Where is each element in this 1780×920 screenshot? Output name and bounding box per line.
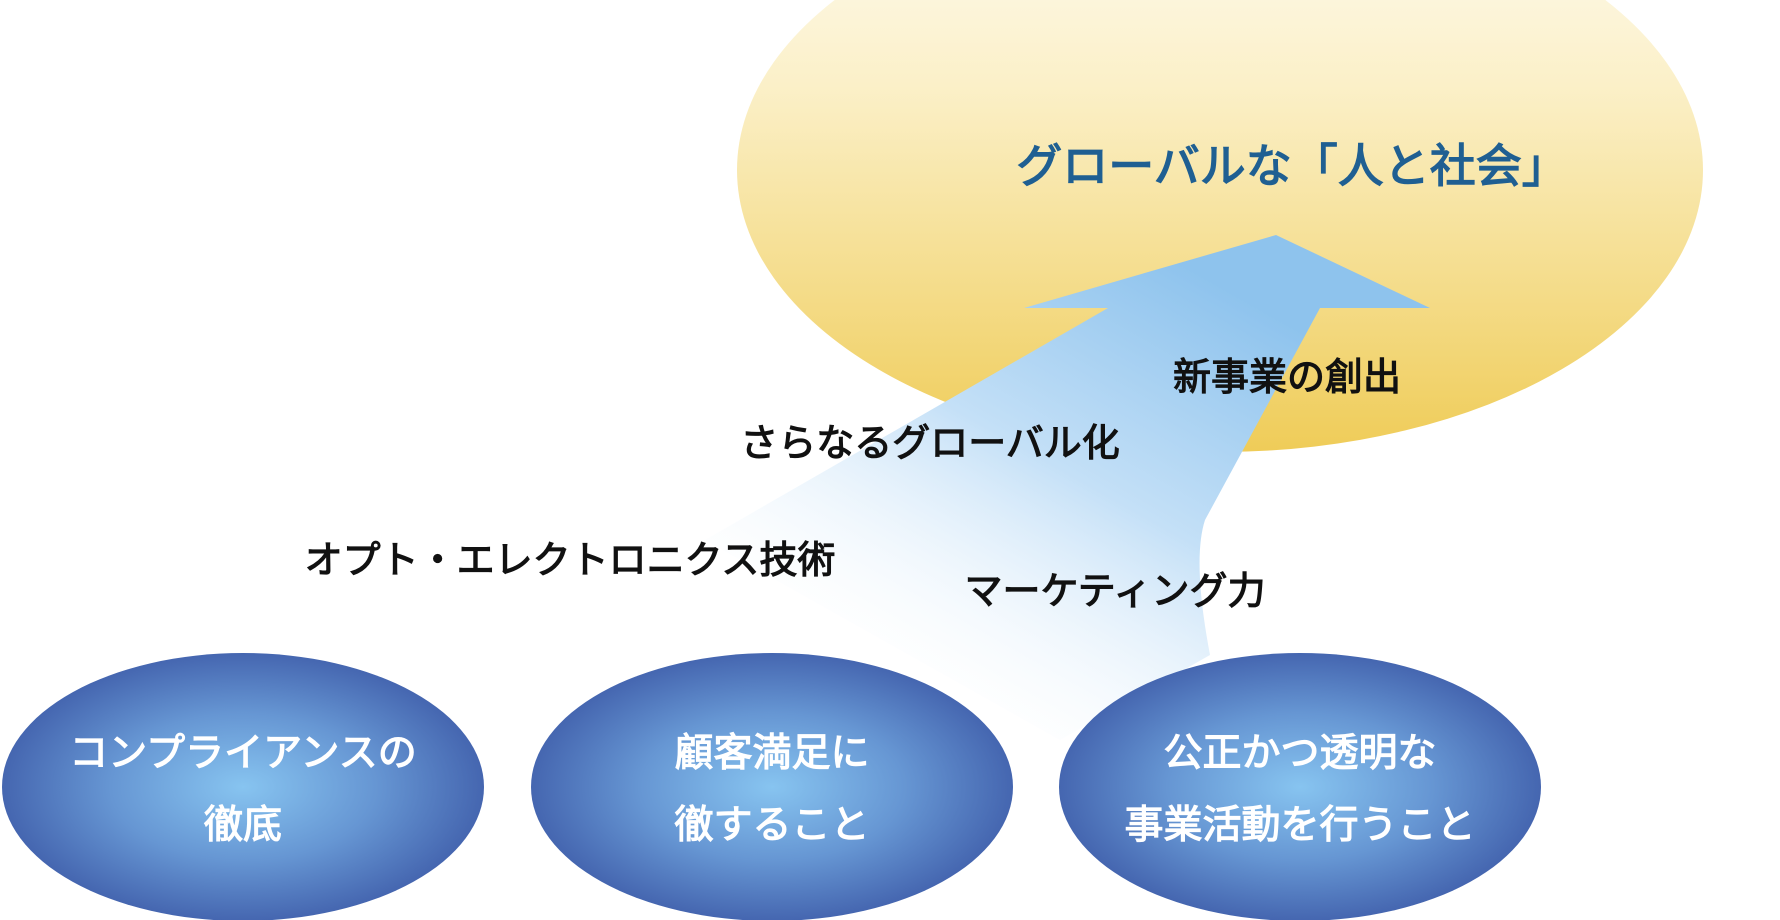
foundation-ellipse <box>2 653 484 920</box>
foundation-compliance: コンプライアンスの 徹底 <box>2 653 484 920</box>
foundation-label-line2: 徹底 <box>203 803 282 848</box>
foundation-label-line1: 公正かつ透明な <box>1163 731 1436 776</box>
foundation-label-line2: 徹すること <box>673 803 869 848</box>
factor-opto-tech: オプト・エレクトロニクス技術 <box>305 538 836 582</box>
foundation-customer-satisfaction: 顧客満足に 徹すること <box>531 653 1013 920</box>
growth-arrow <box>705 235 1430 740</box>
factor-marketing: マーケティング力 <box>965 569 1266 613</box>
foundation-fair-business: 公正かつ透明な 事業活動を行うこと <box>1059 653 1541 920</box>
factor-globalization: さらなるグローバル化 <box>740 421 1120 465</box>
foundation-label-line1: コンプライアンスの <box>69 731 417 776</box>
factor-new-business: 新事業の創出 <box>1173 355 1401 399</box>
foundation-label-line1: 顧客満足に <box>674 731 869 776</box>
goal-ellipse <box>737 0 1703 452</box>
foundation-label-line2: 事業活動を行うこと <box>1124 803 1475 848</box>
goal-label: グローバルな「人と社会」 <box>1016 139 1568 193</box>
foundation-ellipse <box>531 653 1013 920</box>
foundation-ellipse <box>1059 653 1541 920</box>
